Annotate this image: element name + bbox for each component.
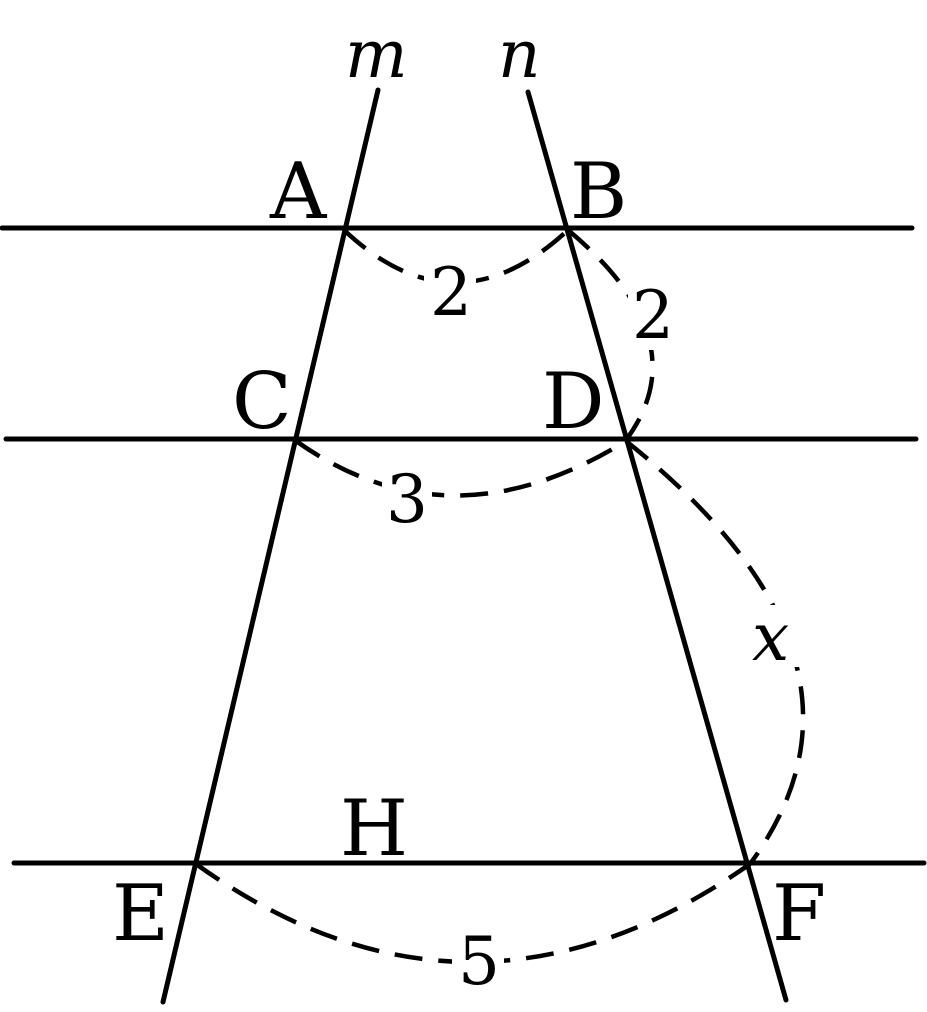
label-bg-ab <box>424 252 476 322</box>
label-bg-ef <box>452 922 504 994</box>
measure-bd: 2 <box>632 277 674 354</box>
point-label-c: C <box>232 357 292 447</box>
measure-ab: 2 <box>430 254 472 331</box>
line-label-m: m <box>345 16 408 93</box>
point-label-b: B <box>570 147 627 237</box>
arc-cd <box>294 439 628 498</box>
line-label-n: n <box>498 16 541 93</box>
arc-ef <box>194 862 752 965</box>
point-label-f: F <box>772 869 826 959</box>
point-label-d: D <box>542 357 605 447</box>
measure-df: x <box>752 599 789 676</box>
point-label-e: E <box>112 869 169 959</box>
measure-cd: 3 <box>386 461 428 538</box>
transversal-m <box>160 87 381 1005</box>
label-bg-df <box>748 605 804 667</box>
label-bg-cd <box>382 460 432 532</box>
measure-ef: 5 <box>458 923 500 1000</box>
label-bg-bd <box>628 280 676 350</box>
transversal-n <box>525 89 789 1003</box>
point-label-a: A <box>269 147 328 237</box>
point-label-h: H <box>340 784 408 874</box>
